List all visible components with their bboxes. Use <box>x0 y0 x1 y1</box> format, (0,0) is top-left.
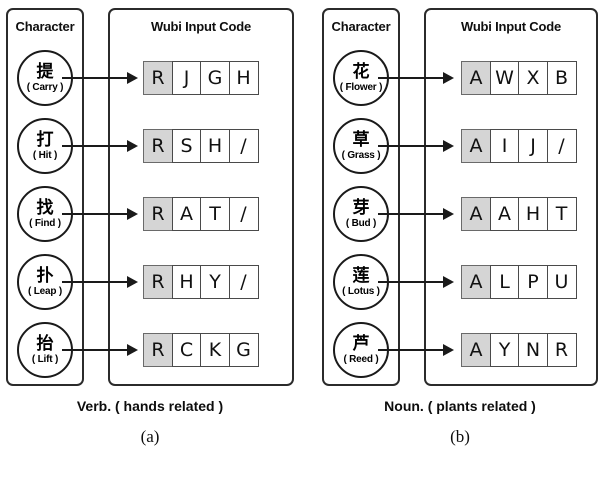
arrow-right-icon <box>62 276 138 288</box>
code-cell[interactable]: P <box>518 265 548 299</box>
code-cell[interactable]: B <box>546 61 577 95</box>
arrow-right-icon <box>378 72 454 84</box>
character-han: 找 <box>36 197 54 218</box>
arrow-right-icon <box>378 344 454 356</box>
group-subcaption-b: (b) <box>450 427 470 446</box>
code-cell[interactable]: H <box>200 129 230 163</box>
code-cell[interactable]: G <box>200 61 230 95</box>
code-cell[interactable]: A <box>489 197 520 231</box>
code-cell[interactable]: J <box>171 61 202 95</box>
character-gloss: ( Find ) <box>29 217 61 229</box>
code-cell[interactable]: I <box>489 129 520 163</box>
character-han: 芦 <box>352 333 370 354</box>
character-panel-title-b: Character <box>331 19 391 34</box>
code-cell[interactable]: U <box>546 265 577 299</box>
code-cell[interactable]: / <box>228 129 259 163</box>
arrow-right-icon <box>62 140 138 152</box>
character-gloss: ( Carry ) <box>26 81 64 93</box>
code-cell[interactable]: S <box>171 129 202 163</box>
code-row: A A H T <box>461 197 577 231</box>
arrow-right-icon <box>62 208 138 220</box>
character-gloss: ( Leap ) <box>28 285 62 297</box>
code-row: A I J / <box>461 129 577 163</box>
arrow-right-icon <box>62 72 138 84</box>
code-row: R J G H <box>143 61 259 95</box>
code-cell[interactable]: X <box>518 61 548 95</box>
code-cell[interactable]: Y <box>489 333 520 367</box>
arrow-right-icon <box>62 344 138 356</box>
code-row: R S H / <box>143 129 259 163</box>
code-cell[interactable]: A <box>171 197 202 231</box>
code-cell-key[interactable]: A <box>461 61 491 95</box>
code-cell[interactable]: H <box>171 265 202 299</box>
character-han: 抬 <box>36 333 54 354</box>
code-row: A Y N R <box>461 333 577 367</box>
code-cell[interactable]: H <box>228 61 259 95</box>
character-gloss: ( Reed ) <box>343 353 379 365</box>
code-cell[interactable]: R <box>546 333 577 367</box>
group-caption-a: Verb. ( hands related ) <box>76 398 224 414</box>
character-gloss: ( Lotus ) <box>342 285 380 297</box>
character-han: 提 <box>36 61 54 82</box>
code-row: R A T / <box>143 197 259 231</box>
code-cell-key[interactable]: A <box>461 265 491 299</box>
code-cell-key[interactable]: R <box>143 129 173 163</box>
code-panel-title-b: Wubi Input Code <box>460 19 562 34</box>
code-cell[interactable]: J <box>518 129 548 163</box>
character-panel-title-a: Character <box>15 19 75 34</box>
code-cell[interactable]: G <box>228 333 259 367</box>
code-cell[interactable]: Y <box>200 265 230 299</box>
code-cell[interactable]: / <box>546 129 577 163</box>
code-row: R H Y / <box>143 265 259 299</box>
code-cell[interactable]: / <box>228 197 259 231</box>
code-cell-key[interactable]: R <box>143 61 173 95</box>
character-gloss: ( Lift ) <box>31 353 59 365</box>
code-cell[interactable]: T <box>546 197 577 231</box>
character-han: 花 <box>352 61 370 82</box>
code-cell[interactable]: W <box>489 61 520 95</box>
code-cell[interactable]: C <box>171 333 202 367</box>
code-row: A L P U <box>461 265 577 299</box>
code-cell-key[interactable]: A <box>461 129 491 163</box>
arrow-right-icon <box>378 276 454 288</box>
character-gloss: ( Bud ) <box>345 217 377 229</box>
code-cell[interactable]: L <box>489 265 520 299</box>
code-cell-key[interactable]: R <box>143 197 173 231</box>
code-panel-title-a: Wubi Input Code <box>150 19 252 34</box>
code-cell-key[interactable]: R <box>143 333 173 367</box>
code-cell[interactable]: K <box>200 333 230 367</box>
code-cell[interactable]: H <box>518 197 548 231</box>
code-cell-key[interactable]: A <box>461 197 491 231</box>
character-gloss: ( Hit ) <box>32 149 58 161</box>
character-han: 扑 <box>36 265 54 286</box>
group-caption-b: Noun. ( plants related ) <box>384 398 536 414</box>
group-subcaption-a: (a) <box>140 427 160 446</box>
code-cell[interactable]: T <box>200 197 230 231</box>
character-han: 打 <box>36 129 54 150</box>
character-han: 莲 <box>352 265 370 286</box>
code-cell-key[interactable]: R <box>143 265 173 299</box>
character-circle[interactable]: 提 ( Carry ) <box>17 50 73 106</box>
code-panel-a: Wubi Input Code <box>108 8 294 386</box>
code-row: R C K G <box>143 333 259 367</box>
character-han: 芽 <box>352 197 370 218</box>
character-han: 草 <box>352 129 370 150</box>
code-row: A W X B <box>461 61 577 95</box>
character-circle[interactable]: 芽 ( Bud ) <box>333 186 389 242</box>
code-cell[interactable]: N <box>518 333 548 367</box>
arrow-right-icon <box>378 140 454 152</box>
code-cell-key[interactable]: A <box>461 333 491 367</box>
arrow-right-icon <box>378 208 454 220</box>
code-cell[interactable]: / <box>228 265 259 299</box>
character-gloss: ( Grass ) <box>341 149 381 161</box>
character-gloss: ( Flower ) <box>339 81 383 93</box>
